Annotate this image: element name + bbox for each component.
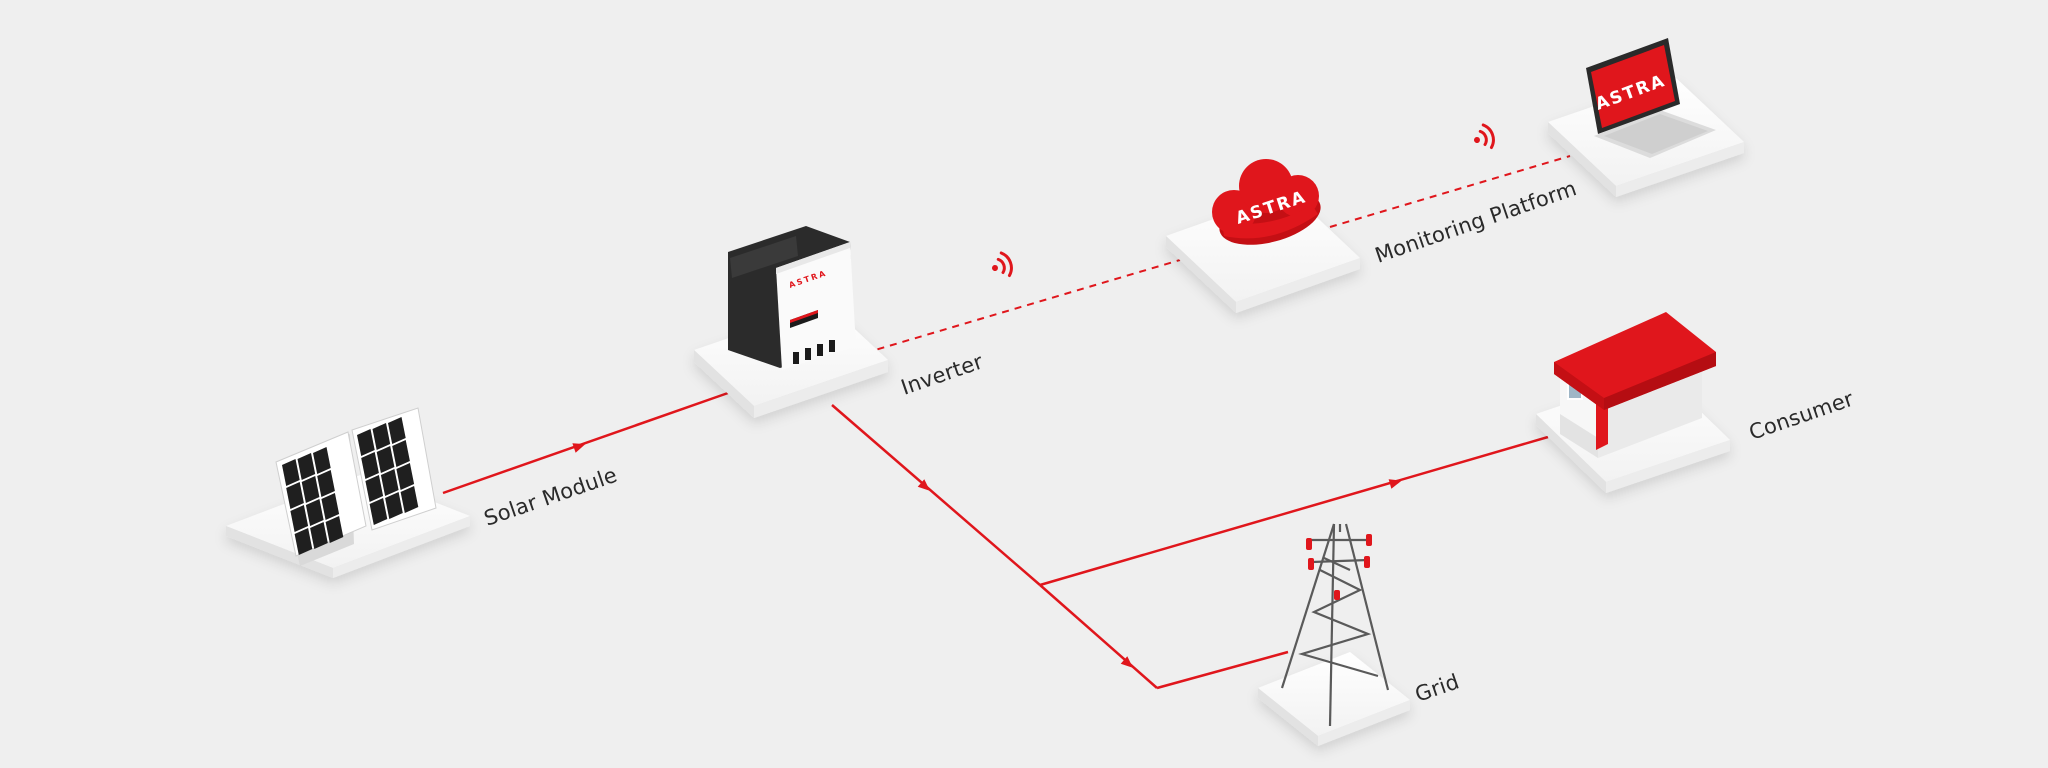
- solar-cell: [392, 440, 410, 467]
- solar-cell: [400, 486, 419, 513]
- solar-cell: [396, 463, 415, 490]
- flow-junction-to-grid: [1039, 584, 1158, 689]
- solar-cell: [297, 453, 316, 480]
- flow-grid-wire: [1156, 650, 1289, 690]
- grid-node: [1258, 523, 1410, 746]
- tower-insulators: [1306, 534, 1372, 600]
- solar-module-node: [226, 407, 470, 578]
- platform: [1258, 652, 1410, 736]
- solar-cell: [369, 498, 388, 525]
- laptop-icon: ASTRA: [1586, 38, 1716, 158]
- solar-cell: [310, 522, 328, 549]
- data-link-inverter-to-cloud: [864, 259, 1181, 354]
- solar-cell: [290, 505, 309, 532]
- inverter-node: ASTRA: [694, 226, 888, 418]
- flow-arrows: [572, 443, 1402, 668]
- solar-cell: [301, 476, 320, 503]
- solar-cell: [357, 429, 375, 456]
- inverter-icon: ASTRA: [728, 226, 856, 370]
- solar-cell: [385, 492, 403, 519]
- wifi-icon: [1474, 123, 1495, 150]
- solar-cell: [325, 516, 344, 543]
- wifi-icon: [992, 251, 1013, 278]
- arrow-solar-inverter: [572, 443, 586, 453]
- arrow-to-grid: [1120, 656, 1134, 668]
- solar-cell: [365, 475, 384, 502]
- arrow-inverter-down: [917, 479, 931, 491]
- house-icon: [1554, 312, 1716, 458]
- solar-cell: [361, 452, 379, 479]
- cloud-icon: ASTRA: [1212, 159, 1321, 245]
- flow-lines: [442, 155, 1571, 690]
- consumer-node: [1536, 312, 1730, 493]
- solar-cell: [282, 459, 300, 486]
- solar-cell: [380, 469, 399, 496]
- cloud-node: ASTRA: [1166, 159, 1360, 313]
- solar-panel-icon: [275, 407, 437, 566]
- flow-junction-to-consumer: [1039, 435, 1549, 587]
- solar-cell: [317, 470, 335, 497]
- transmission-tower-icon: [1280, 523, 1390, 727]
- solar-cell: [313, 447, 331, 474]
- flow-solar-to-inverter: [442, 391, 729, 495]
- solar-cell: [305, 499, 324, 526]
- flow-inverter-to-junction: [831, 404, 1041, 586]
- solar-cell: [376, 446, 395, 473]
- arrow-to-consumer: [1388, 479, 1402, 489]
- solar-cell: [372, 423, 391, 450]
- solar-cell: [388, 417, 406, 444]
- solar-cell: [286, 482, 304, 509]
- solar-cell: [294, 528, 313, 555]
- monitoring-node: ASTRA: [1548, 38, 1744, 197]
- solar-cell: [321, 493, 340, 520]
- data-link-cloud-to-monitoring: [1329, 155, 1571, 228]
